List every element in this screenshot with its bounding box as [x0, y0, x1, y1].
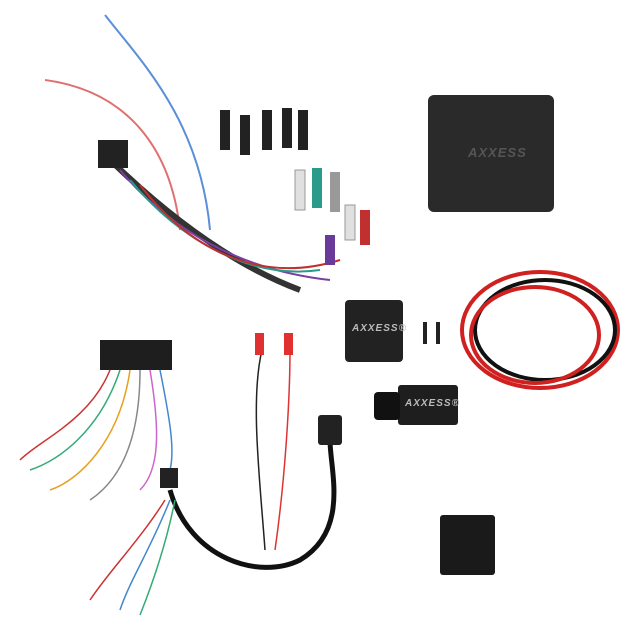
bypass-connector: [440, 515, 495, 575]
knob-logo: AXXESS®: [405, 398, 460, 409]
lower-left-wires: [19, 369, 173, 501]
remote-knob: [374, 392, 400, 420]
rca-plugs: [220, 108, 370, 265]
remote-knob-body: [398, 385, 458, 425]
module-logo: AXXESS: [468, 145, 527, 160]
top-harness: [44, 14, 341, 293]
small-connector: [318, 415, 342, 445]
interface-module: [428, 95, 554, 212]
power-cable: [460, 270, 620, 390]
top-connector: [98, 140, 128, 168]
bottom-wires: [89, 499, 176, 616]
knob-mount: [345, 300, 403, 362]
mount-logo: AXXESS®: [352, 323, 407, 334]
radio-connector: [100, 340, 172, 370]
